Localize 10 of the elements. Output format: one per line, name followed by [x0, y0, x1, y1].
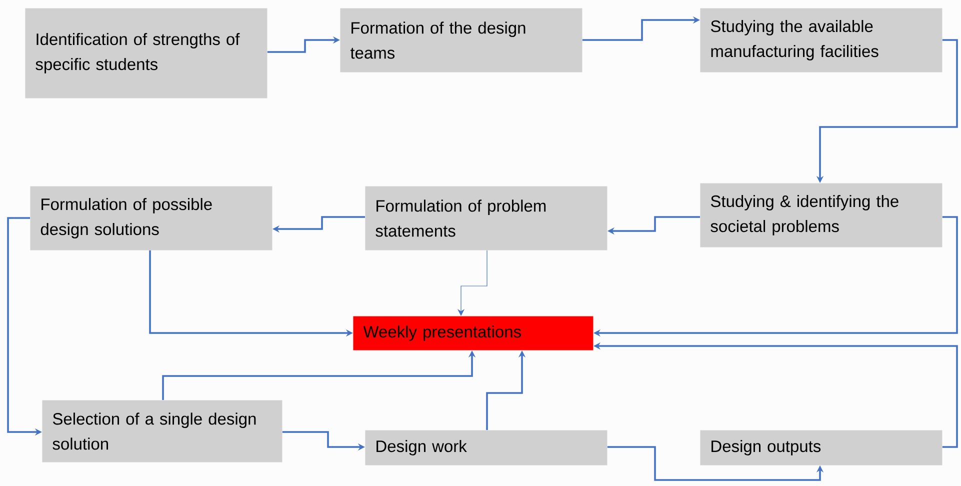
process-box: Design outputs — [700, 430, 942, 466]
process-box: Formation of the design teams — [340, 8, 582, 72]
process-box: Studying & identifying the societal problems — [700, 183, 942, 248]
process-box: Selection of a single design solution — [42, 400, 282, 462]
process-box: Formulation of problem statements — [365, 186, 608, 250]
highlight-box: Weekly presentations — [353, 316, 594, 350]
process-box: Formulation of possible design solutions — [30, 186, 272, 250]
process-box: Design work — [365, 430, 608, 466]
process-box: Identification of strengths of specific students — [25, 8, 268, 98]
process-box: Studying the available manufacturing facilities — [700, 8, 942, 72]
